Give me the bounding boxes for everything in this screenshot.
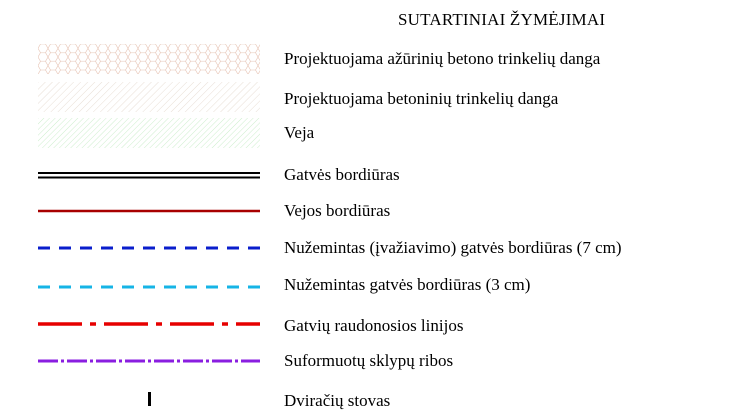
hex-hatch-swatch [38,44,260,74]
legend-label: Nužemintas (įvažiavimo) gatvės bordiūras… [284,238,622,257]
legend-row-lowered-curb-7cm: Nužemintas (įvažiavimo) gatvės bordiūras… [0,233,741,263]
legend-label: Veja [284,123,315,142]
dashdot-red-line-symbol [38,311,260,341]
legend-label: Projektuojama betoninių trinkelių danga [284,89,559,108]
legend-row-lawn-curb: Vejos bordiūras [0,196,741,226]
legend-row-lowered-curb-3cm: Nužemintas gatvės bordiūras (3 cm) [0,272,741,302]
legend-label: Nužemintas gatvės bordiūras (3 cm) [284,275,531,294]
legend-label: Projektuojama ažūrinių betono trinkelių … [284,49,601,68]
legend-row-red-lines: Gatvių raudonosios linijos [0,311,741,341]
dashed-blue-line-symbol [38,233,260,263]
legend-label: Suformuotų sklypų ribos [284,351,454,370]
lawn-hatch-swatch [38,118,260,148]
legend-row-concrete-paving: Projektuojama betoninių trinkelių danga [0,82,741,112]
double-black-line-symbol [38,160,260,190]
legend-row-plot-boundaries: Suformuotų sklypų ribos [0,346,741,376]
dashed-cyan-line-symbol [38,272,260,302]
legend-row-lawn: Veja [0,118,741,148]
solid-red-line-symbol [38,196,260,226]
legend-label: Gatvių raudonosios linijos [284,316,464,335]
legend-label: Vejos bordiūras [284,201,391,220]
legend-row-bike-stand: Dviračių stovas [0,384,741,414]
legend-row-street-curb: Gatvės bordiūras [0,160,741,190]
bike-stand-icon [38,384,260,414]
legend-title: SUTARTINIAI ŽYMĖJIMAI [398,10,606,29]
legend-label: Dviračių stovas [284,391,391,410]
legend-row-openwork-paving: Projektuojama ažūrinių betono trinkelių … [0,44,741,74]
diagonal-hatch-swatch [38,82,260,112]
dashdot-purple-line-symbol [38,346,260,376]
legend-label: Gatvės bordiūras [284,165,400,184]
